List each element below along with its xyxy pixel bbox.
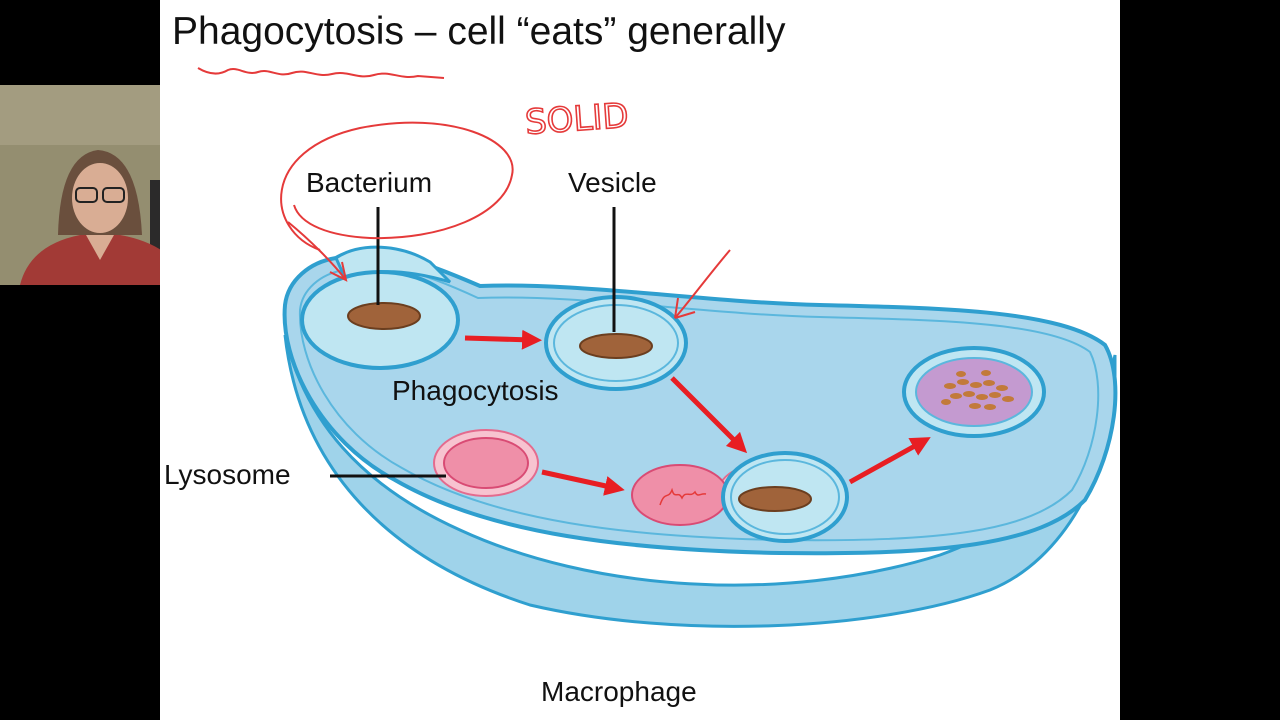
vesicle-label: Vesicle: [568, 167, 657, 198]
fusing-vesicle-bacterium: [738, 486, 812, 512]
fusing-vesicle-inner-ring: [730, 459, 840, 535]
arrow-lysosome-to-fusion: [541, 469, 625, 496]
lysosome-core: [443, 437, 529, 489]
ink-scribble-in-lysosome: [659, 487, 707, 506]
digested-fragments: [941, 370, 1014, 410]
vesicle-bacterium: [579, 333, 653, 359]
arrow-to-digestion: [848, 437, 931, 485]
vesicle-inner-ring: [553, 304, 679, 382]
bacterium-shape: [347, 302, 421, 330]
slide-title: Phagocytosis – cell “eats” generally: [172, 10, 786, 53]
phagocytosis-diagram: Bacterium Vesicle Phagocytosis Lysosome …: [164, 67, 1118, 707]
bacterium-circle-tail: [287, 221, 348, 282]
title-underline-squiggle: [197, 67, 445, 79]
bacterium-label: Bacterium: [306, 167, 432, 198]
handwritten-solid-note: SOLID: [524, 96, 630, 143]
macrophage-label: Macrophage: [541, 676, 697, 707]
arrow-to-vesicle: [464, 329, 542, 350]
arrow-to-fusion: [670, 376, 748, 454]
phagocytosis-label: Phagocytosis: [392, 375, 559, 406]
lysosome-label: Lysosome: [164, 459, 291, 490]
vesicle-arrow-annotation: [674, 249, 731, 319]
lecture-slide: Phagocytosis – cell “eats” generally: [160, 0, 1120, 720]
bacterium-circle-annotation: [280, 121, 514, 251]
digestion-vesicle-contents: [915, 357, 1033, 427]
